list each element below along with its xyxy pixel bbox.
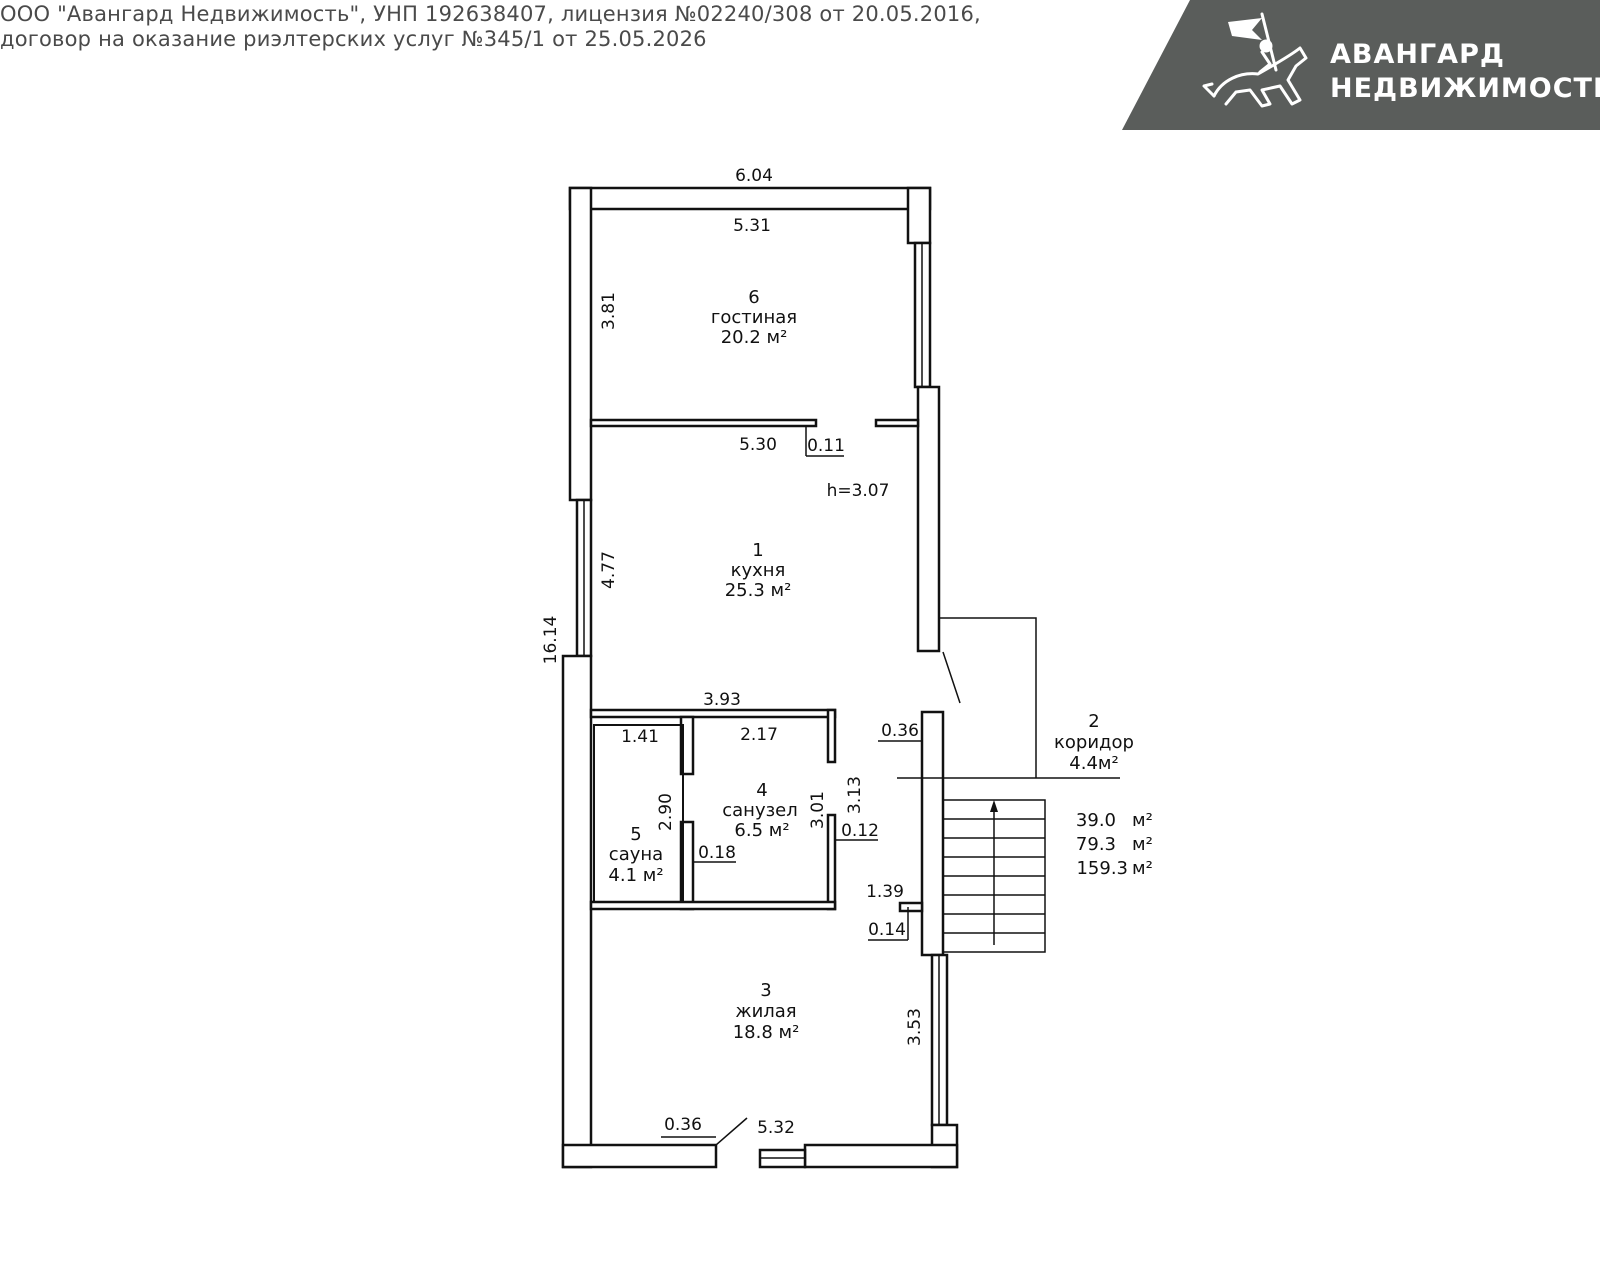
wall-right-corridor (920, 710, 945, 957)
dim-bottom-wall: 0.36 (664, 1115, 702, 1135)
room-corridor: 2 коридор 4.4м² (1054, 711, 1134, 774)
bath-block-top (589, 708, 837, 719)
dim-partition-width: 5.30 (739, 435, 777, 455)
dim-sauna-depth: 2.90 (656, 793, 676, 831)
wall-left-upper (568, 186, 593, 502)
wall-top (568, 186, 932, 211)
dim-door-width: 1.39 (866, 882, 904, 902)
wall-bottom-right (803, 1143, 959, 1169)
wall-left-lower (561, 654, 593, 1169)
room-area: 4.1 м² (608, 865, 663, 886)
dim-total-length: 16.14 (541, 616, 561, 665)
room-name: гостиная (711, 307, 797, 328)
partitions (589, 418, 924, 913)
dim-wc-depth-outer: 3.13 (845, 776, 865, 814)
dim-wc-depth-inner: 3.01 (808, 791, 828, 829)
agency-info-line1: ООО "Авангард Недвижимость", УНП 1926384… (0, 2, 981, 26)
room-labels: 6 гостиная 20.2 м² 1 кухня 25.3 м² 2 кор… (608, 287, 1134, 1043)
total-unit-3: м² (1132, 858, 1153, 879)
room-name: жилая (735, 1001, 796, 1022)
room-number: 1 (752, 540, 763, 561)
total-value-2: 79.3 (1076, 834, 1116, 855)
wall-right-kitchen (916, 385, 941, 653)
bath-right-upper (826, 708, 837, 764)
dimension-labels: 6.04 5.31 3.81 5.30 0.11 h=3.07 4.77 16.… (541, 166, 925, 1138)
total-unit-2: м² (1132, 834, 1153, 855)
leaders (661, 651, 1120, 1146)
dim-top-inner: 5.31 (733, 216, 771, 236)
dim-right-bedroom: 3.53 (905, 1008, 925, 1046)
dim-top-outer: 6.04 (735, 166, 773, 186)
dim-wc-wall: 0.12 (841, 821, 879, 841)
dim-partition-thickness: 0.11 (807, 436, 845, 456)
room-number: 6 (748, 287, 759, 308)
area-totals: 39.0 м² 79.3 м² 159.3 м² (1076, 810, 1153, 879)
dim-left-living: 3.81 (599, 292, 619, 330)
room-area: 6.5 м² (734, 820, 789, 841)
dim-sauna-width: 1.41 (621, 727, 659, 747)
room-area: 4.4м² (1069, 753, 1118, 774)
partition-living-kitchen (589, 418, 818, 428)
room-number: 2 (1088, 711, 1099, 732)
room-number: 4 (756, 780, 767, 801)
room-area: 25.3 м² (725, 580, 792, 601)
partition-stub (874, 418, 920, 428)
wall-right-top (906, 186, 932, 245)
agency-info: ООО "Авангард Недвижимость", УНП 1926384… (0, 2, 981, 52)
room-name: коридор (1054, 732, 1134, 753)
total-unit-1: м² (1132, 810, 1153, 831)
dim-height: h=3.07 (827, 481, 890, 501)
room-name: сауна (609, 844, 663, 865)
wall-bottom-left (561, 1143, 718, 1169)
knight-on-horse-icon (1202, 12, 1308, 108)
bath-block-bottom (589, 900, 837, 911)
dim-bottom-inner: 5.32 (757, 1118, 795, 1138)
room-bedroom: 3 жилая 18.8 м² (733, 980, 800, 1043)
agency-info-line2: договор на оказание риэлтерских услуг №3… (0, 27, 707, 51)
room-area: 18.8 м² (733, 1022, 800, 1043)
room-kitchen: 1 кухня 25.3 м² (725, 540, 792, 601)
walls (561, 186, 959, 1169)
dim-door-wall: 0.14 (868, 920, 906, 940)
logo-line2: НЕДВИЖИМОСТЬ (1330, 73, 1600, 104)
dim-sauna-wall: 0.18 (698, 843, 736, 863)
room-sauna: 5 сауна 4.1 м² (608, 824, 663, 886)
door-stub (898, 901, 924, 913)
dim-left-kitchen: 4.77 (599, 551, 619, 589)
logo: АВАНГАРД НЕДВИЖИМОСТЬ (1122, 0, 1600, 130)
logo-line1: АВАНГАРД (1330, 39, 1505, 70)
dim-wc-width: 2.17 (740, 725, 778, 745)
total-value-1: 39.0 (1076, 810, 1116, 831)
room-name: кухня (731, 560, 786, 581)
room-number: 5 (630, 824, 641, 845)
porch-stairs (939, 617, 1046, 953)
room-area: 20.2 м² (721, 327, 788, 348)
porch-outline (939, 617, 1037, 778)
dim-bath-block: 3.93 (703, 690, 741, 710)
bath-right-lower (826, 813, 837, 911)
room-number: 3 (760, 980, 771, 1001)
arrow-up-icon (990, 800, 998, 812)
room-living: 6 гостиная 20.2 м² (711, 287, 797, 348)
dim-corridor-wall: 0.36 (881, 721, 919, 741)
total-value-3: 159.3 (1076, 858, 1128, 879)
room-name: санузел (722, 800, 798, 821)
room-bathroom: 4 санузел 6.5 м² (722, 780, 798, 841)
